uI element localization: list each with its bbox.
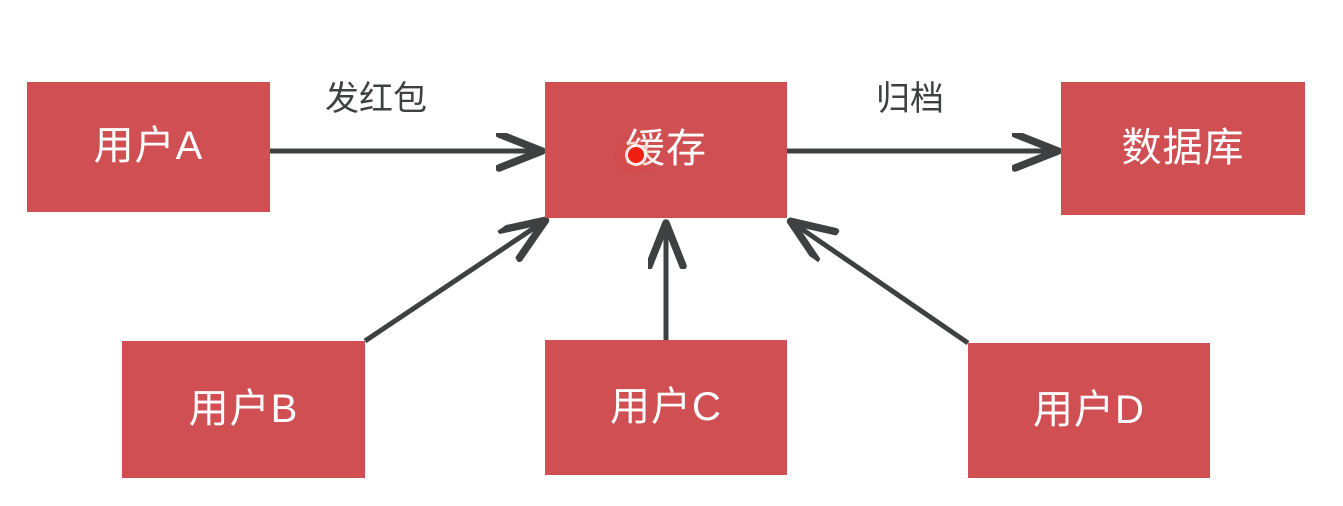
edge-label-send-red-packet: 发红包: [325, 80, 427, 118]
edge-user-d-to-cache: [793, 223, 970, 346]
node-user-b-label: 用户B: [188, 386, 299, 431]
node-database[interactable]: 数据库: [1061, 82, 1305, 215]
node-cache[interactable]: 缓存: [545, 82, 787, 218]
node-user-d[interactable]: 用户D: [968, 343, 1210, 478]
node-user-a-label: 用户A: [93, 124, 204, 168]
node-user-c[interactable]: 用户C: [545, 340, 787, 475]
node-user-a[interactable]: 用户A: [27, 82, 270, 212]
cursor-click-marker: [628, 147, 644, 163]
node-user-c-label: 用户C: [610, 384, 722, 429]
node-user-d-label: 用户D: [1033, 387, 1145, 432]
edge-user-b-to-cache: [363, 222, 543, 344]
edge-label-archive: 归档: [876, 80, 944, 118]
node-database-label: 数据库: [1121, 125, 1245, 170]
node-user-b[interactable]: 用户B: [122, 341, 365, 478]
